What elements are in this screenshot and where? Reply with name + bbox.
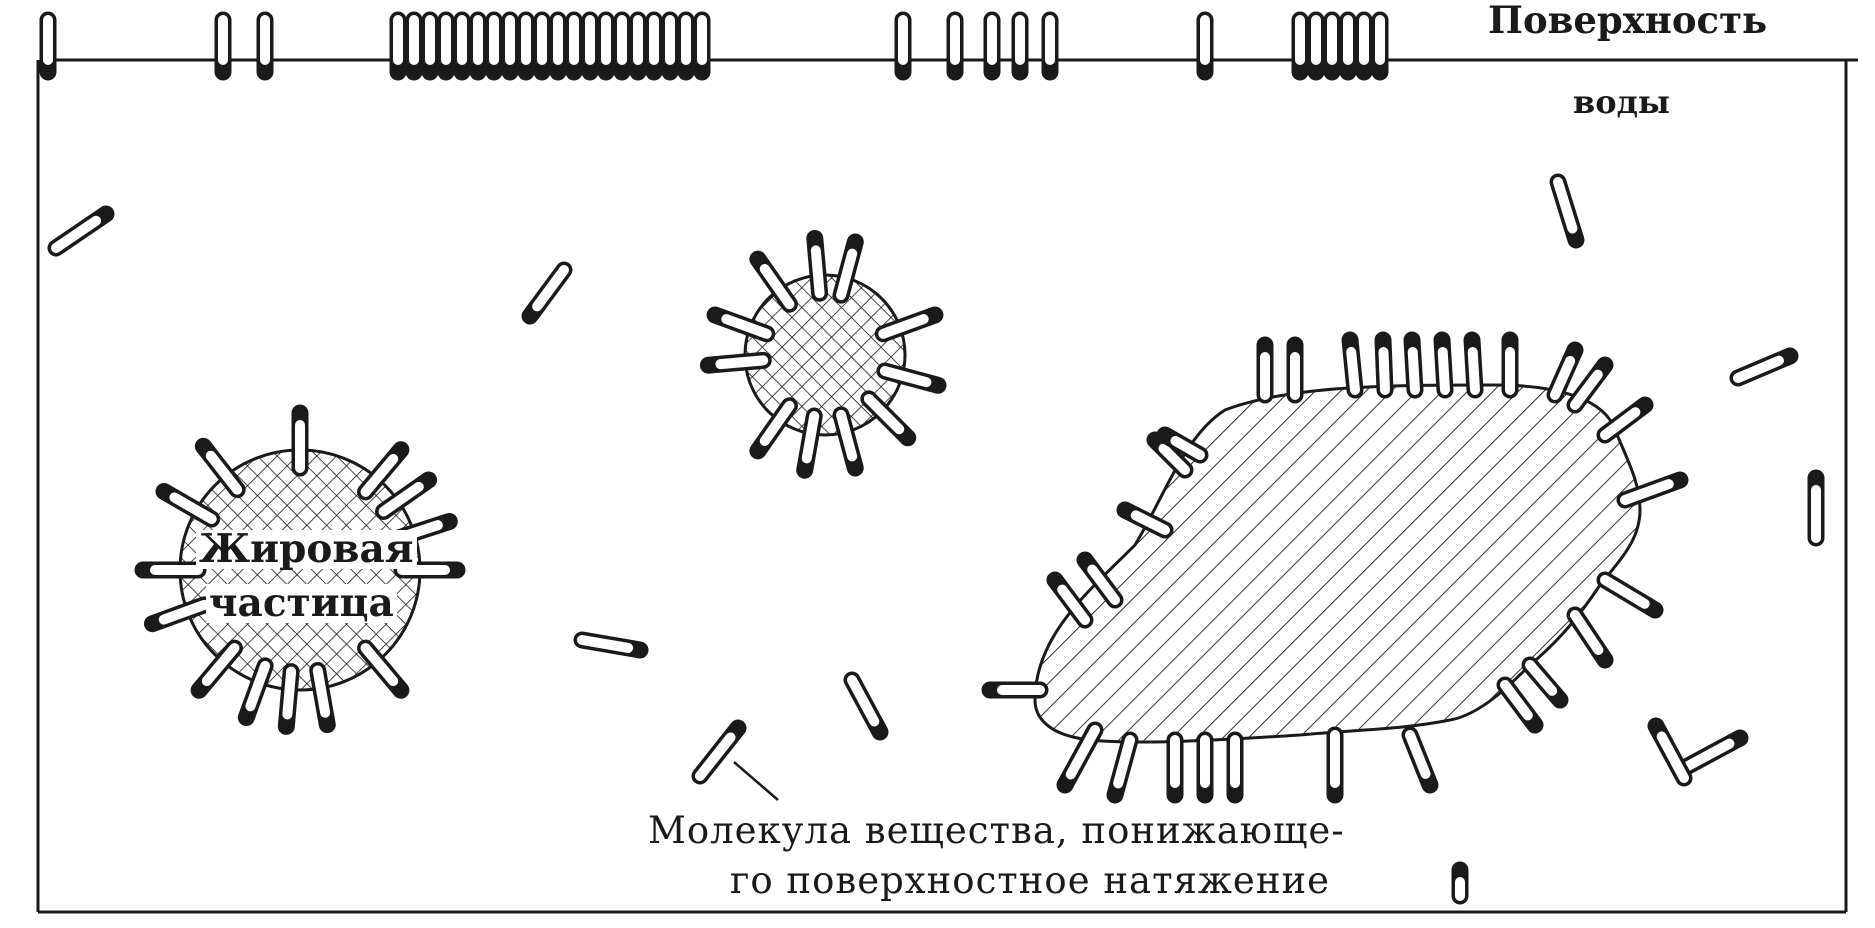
surfactant-molecule <box>1106 731 1139 804</box>
surfactant-molecule <box>749 397 798 460</box>
surfactant-molecule <box>1647 717 1693 787</box>
surfactant-molecule <box>1521 656 1569 709</box>
surfactant-molecule <box>1401 726 1439 794</box>
molecule-legend-label-line2: го поверхностное натяжение <box>730 859 1331 902</box>
surfactant-molecule <box>143 596 213 633</box>
surfactant-molecule <box>1596 571 1664 619</box>
surfactant-molecule <box>1076 551 1124 609</box>
surfactant-molecule <box>843 671 889 741</box>
surfactant-molecules <box>39 11 1825 905</box>
surfactant-molecule <box>876 362 947 394</box>
surfactant-molecule <box>796 407 823 479</box>
surfactant-molecule <box>194 437 246 499</box>
water-surface-label: Поверхность <box>1488 0 1768 42</box>
fat-particle-label: Жировая <box>196 530 417 569</box>
surfactant-molecule <box>1616 471 1689 509</box>
surfactant-molecule <box>1374 331 1394 399</box>
surfactant-molecule <box>277 663 300 735</box>
surfactant-molecule <box>1116 501 1174 539</box>
surfactant-molecule <box>1463 331 1484 399</box>
surfactant-molecule <box>832 233 864 304</box>
surfactant-molecule <box>1549 173 1585 249</box>
surfactant-molecule <box>691 719 747 785</box>
surfactant-molecule <box>1566 356 1614 414</box>
surfactant-molecule <box>357 441 410 501</box>
water-surface-label-line2: воды <box>1573 83 1670 121</box>
surfactant-molecule <box>860 390 917 447</box>
surfactant-molecule <box>521 261 573 325</box>
surfactant-molecule <box>1433 331 1454 399</box>
surfactant-molecule <box>1679 729 1749 775</box>
surfactant-molecule <box>1341 331 1364 399</box>
surfactant-molecule <box>1596 396 1654 444</box>
surfactant-molecule <box>1056 721 1104 794</box>
surfactant-molecule <box>155 483 221 528</box>
surfactant-molecule <box>749 250 798 313</box>
surfactant-molecule <box>375 471 438 520</box>
surfactant-molecule <box>1146 431 1194 479</box>
surfactant-molecule <box>806 229 829 302</box>
molecule-pointer-line <box>733 761 779 801</box>
surfactant-molecule <box>357 639 410 699</box>
surfactant-molecule <box>309 661 336 734</box>
surfactant-molecule <box>874 306 944 343</box>
fat-particle-label-line2: частица <box>206 584 397 623</box>
surfactant-molecule <box>47 205 115 257</box>
surfactant-molecule <box>706 306 776 343</box>
surfactant-molecule <box>832 406 864 477</box>
surfactant-molecule <box>573 631 649 659</box>
surfactant-molecule <box>190 639 243 699</box>
surfactant-molecule <box>699 351 772 374</box>
molecule-legend-label: Молекула вещества, понижающе- <box>648 809 1345 852</box>
surfactant-molecule <box>1729 347 1799 387</box>
surfactant-molecule <box>1156 426 1209 464</box>
surfactant-molecule <box>1046 571 1094 629</box>
surfactant-molecule <box>1496 676 1544 734</box>
surfactant-molecule <box>1566 606 1614 669</box>
surfactant-molecule <box>237 657 274 727</box>
surfactant-molecule <box>1403 331 1424 399</box>
surfactant-molecule <box>1546 341 1584 404</box>
